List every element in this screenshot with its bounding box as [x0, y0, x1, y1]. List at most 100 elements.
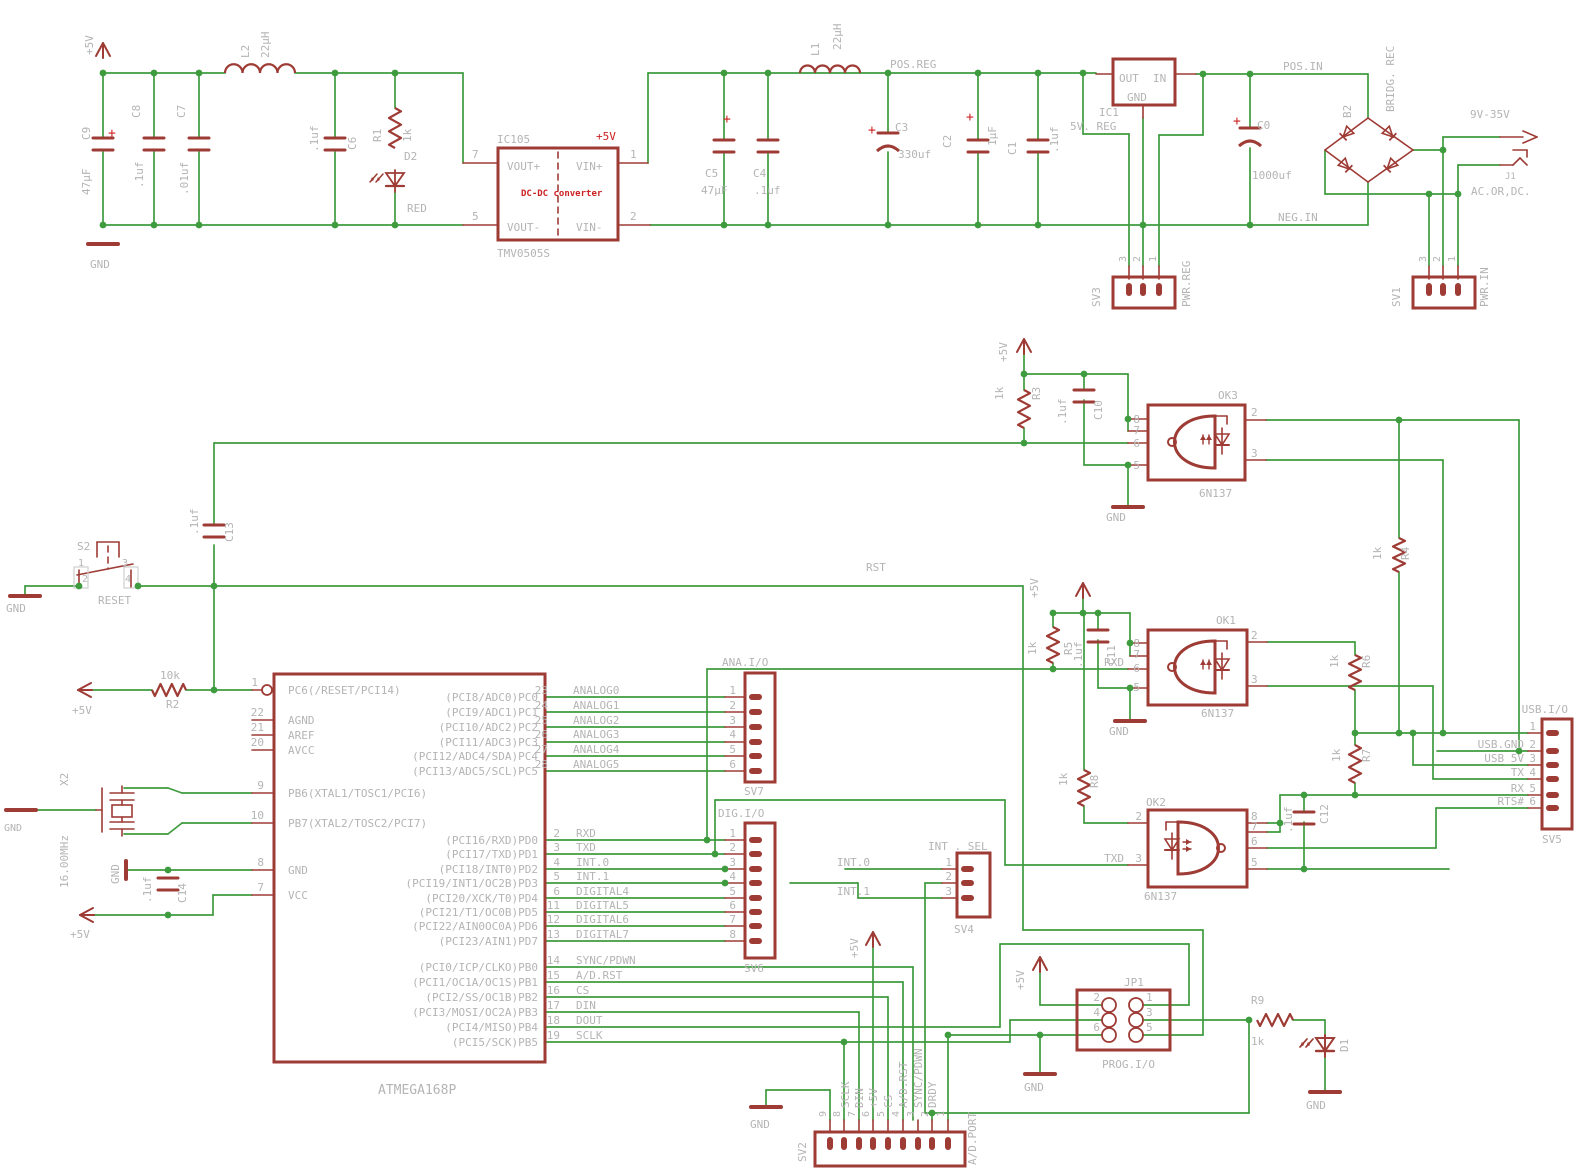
schematic-text: PC6(/RESET/PCI14) [288, 684, 401, 697]
pin-lead [1367, 117, 1414, 151]
schematic-text: USB.GND [1478, 738, 1524, 751]
junction-dot [1300, 865, 1308, 873]
schematic-text: 4 [729, 870, 736, 883]
schematic-text: (PCI5/SCK)PB5 [452, 1036, 538, 1049]
junction-dot [1199, 70, 1207, 78]
junction-dot [1124, 461, 1132, 469]
schematic-text: L2 [239, 45, 252, 58]
schematic-text: .1uf [188, 509, 201, 536]
schematic-text: 26 [535, 728, 548, 741]
schematic-text: 1 [1447, 256, 1458, 262]
schematic-text: 27 [535, 743, 548, 756]
schematic-text: 1k [1057, 772, 1070, 786]
schematic-text: X2 [58, 773, 71, 786]
schematic-text: 5 [1146, 1021, 1153, 1034]
schematic-text: SCLK [576, 1029, 603, 1042]
schematic-text: 18 [547, 1014, 560, 1027]
schematic-text: PB7(XTAL2/TOSC2/PCI7) [288, 817, 427, 830]
schematic-text: J1 [1505, 172, 1516, 182]
schematic-text: +5V [70, 928, 90, 941]
schematic-text: SCLK [839, 1081, 852, 1108]
opto-led-arrow-icon [1206, 660, 1212, 665]
schematic-text: RED [407, 202, 427, 215]
schematic-text: 330uf [898, 148, 931, 161]
connector-contact [1440, 283, 1446, 296]
junction-dot [331, 221, 339, 229]
junction-dot [134, 582, 142, 590]
component-box [955, 851, 992, 919]
schematic-text: 3 [906, 1111, 917, 1117]
junction-dot [1439, 729, 1447, 737]
schematic-text: 3 [1146, 1006, 1153, 1019]
schematic-text: 4 [1529, 766, 1536, 779]
pin-lead [1512, 157, 1521, 166]
schematic-text: 5 [729, 885, 736, 898]
schematic-text: 2 [553, 827, 560, 840]
junction-dot [1124, 415, 1132, 423]
schematic-text: .1uf [1282, 807, 1295, 834]
schematic-text: DIGITAL4 [576, 885, 629, 898]
schematic-text: C14 [176, 883, 189, 903]
schematic-text: .1uf [141, 877, 154, 904]
connector-contact [749, 694, 762, 700]
resistor [151, 682, 187, 698]
component-box [496, 146, 620, 242]
schematic-text: 6 [553, 885, 560, 898]
schematic-text: OK3 [1218, 389, 1238, 402]
bridge-diode [1382, 156, 1400, 174]
schematic-text: ANALOG1 [573, 699, 619, 712]
component-box [1540, 717, 1574, 831]
schematic-text: R7 [1360, 749, 1373, 762]
junction-dot [210, 686, 218, 694]
schematic-text: 1k [1026, 641, 1039, 655]
schematic-text: DIN [576, 999, 596, 1012]
schematic-text: + [108, 126, 116, 141]
schematic-text: GND [1127, 91, 1147, 104]
schematic-text: 3 [729, 856, 736, 869]
inductor [223, 63, 297, 74]
bridge-diode [1338, 124, 1356, 142]
junction-dot [1300, 791, 1308, 799]
junction-dot [391, 69, 399, 77]
vcc-arrow-icon [77, 682, 92, 691]
component-box [1146, 808, 1249, 889]
schematic-text: 4 [125, 574, 131, 585]
schematic-text: 22µH [831, 24, 844, 51]
junction-dot [1020, 370, 1028, 378]
schematic-text: 10k [160, 669, 180, 682]
schematic-text: 9 [818, 1111, 829, 1117]
junction-dot [164, 911, 172, 919]
schematic-text: INT.1 [576, 870, 609, 883]
connector-contact [749, 909, 762, 915]
schematic-text: L1 [809, 43, 822, 56]
schematic-text: SV1 [1390, 287, 1403, 307]
schematic-text: 9V-35V [1470, 108, 1510, 121]
schematic-text: 1 [1146, 991, 1153, 1004]
schematic-text: D1 [1338, 1039, 1351, 1052]
schematic-text: CS [576, 984, 589, 997]
junction-dot [764, 69, 772, 77]
schematic-text: AREF [288, 729, 315, 742]
connector-contact [749, 923, 762, 929]
schematic-text: TX [1511, 766, 1525, 779]
schematic-text: R1 [371, 129, 384, 142]
schematic-text: INT.0 [576, 856, 609, 869]
schematic-text: 4 [729, 728, 736, 741]
vcc-arrow-icon [1082, 582, 1091, 597]
connector-contact [1140, 283, 1146, 296]
schematic-text: 19 [547, 1029, 560, 1042]
schematic-text: 5 [1251, 856, 1258, 869]
vcc-arrow-icon [1032, 956, 1041, 971]
connector-contact [961, 880, 974, 886]
vcc-arrow-icon [79, 914, 94, 923]
junction-dot [1245, 1016, 1253, 1024]
schematic-text: 22µH [259, 32, 272, 59]
schematic-text: 6 [1133, 662, 1140, 675]
schematic-text: +5V [997, 342, 1010, 362]
junction-dot [391, 221, 399, 229]
junction-dot [703, 836, 711, 844]
schematic-text: .1uf [1056, 399, 1069, 426]
schematic-text: + [966, 110, 974, 125]
junction-dot [1079, 69, 1087, 77]
net-wire [167, 787, 183, 794]
